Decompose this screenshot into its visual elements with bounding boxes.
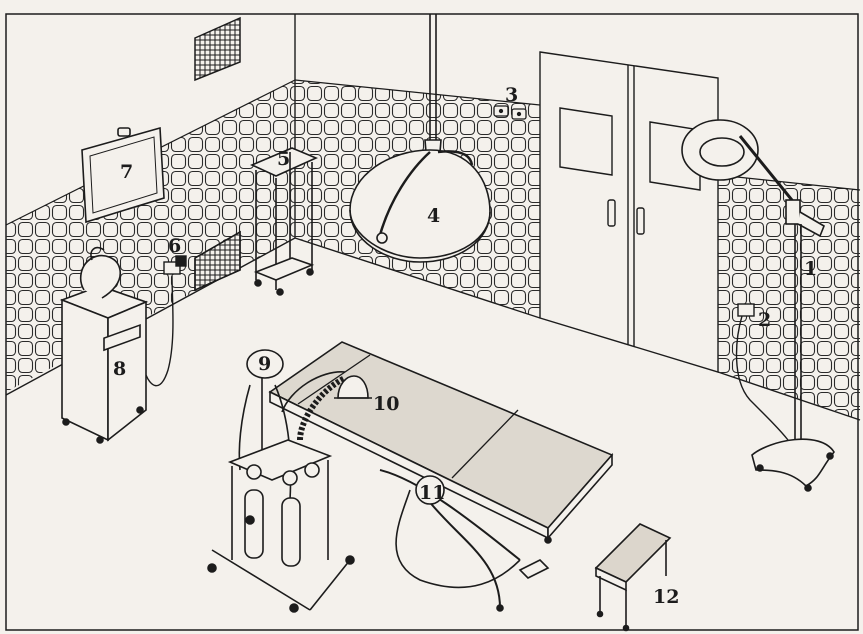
ceiling-vent bbox=[195, 18, 240, 80]
callout-9: 9 bbox=[258, 355, 271, 374]
operating-table bbox=[270, 342, 612, 611]
left-wall-tiles bbox=[6, 80, 295, 392]
callout-5: 5 bbox=[277, 150, 290, 169]
callout-1: 1 bbox=[804, 260, 817, 279]
callout-7: 7 bbox=[120, 163, 133, 182]
callout-3: 3 bbox=[505, 86, 518, 105]
double-door bbox=[540, 52, 718, 372]
callout-11: 11 bbox=[419, 484, 445, 503]
callout-4: 4 bbox=[427, 207, 440, 226]
callout-8: 8 bbox=[113, 360, 126, 379]
step-stool bbox=[596, 524, 670, 631]
callout-12: 12 bbox=[653, 588, 679, 607]
callout-6: 6 bbox=[168, 237, 181, 256]
callout-10: 10 bbox=[373, 395, 399, 414]
callout-2: 2 bbox=[758, 311, 771, 330]
